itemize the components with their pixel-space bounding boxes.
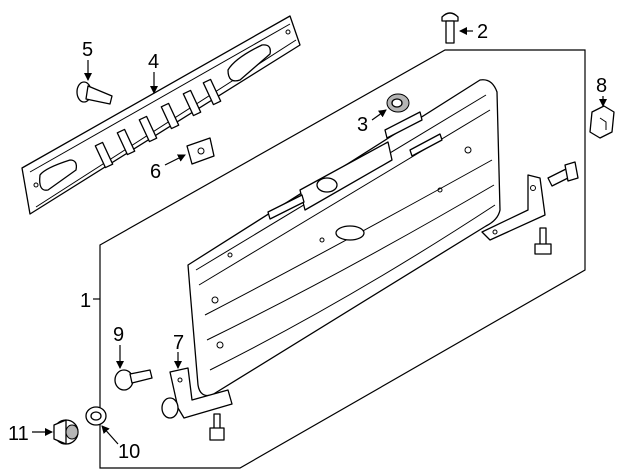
pivot-bushing-part-11 (53, 419, 79, 445)
leader-3 (371, 109, 387, 121)
bolt-right-upper (547, 161, 579, 187)
hinge-bracket-right (481, 174, 546, 241)
callout-8: 8 (596, 75, 607, 97)
bolt-part-9 (114, 369, 153, 391)
tailgate-panel (187, 79, 501, 397)
bumper-part-8 (589, 105, 615, 139)
callout-2: 2 (477, 21, 488, 43)
callout-11: 11 (8, 423, 29, 445)
callout-9: 9 (113, 324, 124, 346)
callout-7: 7 (173, 332, 184, 354)
leader-10 (101, 425, 119, 445)
leader-6 (164, 154, 186, 166)
molding-strip-part-4 (21, 15, 301, 215)
bolt-part-2 (441, 12, 459, 44)
callout-5: 5 (82, 39, 93, 61)
bolt-left-lower (209, 413, 225, 441)
callout-3: 3 (357, 114, 368, 136)
clip-part-6 (186, 137, 215, 165)
callout-6: 6 (150, 161, 161, 183)
push-pin-part-5 (76, 81, 113, 105)
assembly-outline (99, 49, 586, 469)
callout-10: 10 (118, 441, 140, 463)
grommet-part-3 (386, 93, 410, 113)
hinge-bracket-left (161, 367, 233, 419)
callout-1: 1 (80, 290, 91, 312)
callout-4: 4 (148, 51, 159, 73)
bolt-right-lower (534, 227, 552, 255)
washer-part-10 (85, 406, 107, 426)
